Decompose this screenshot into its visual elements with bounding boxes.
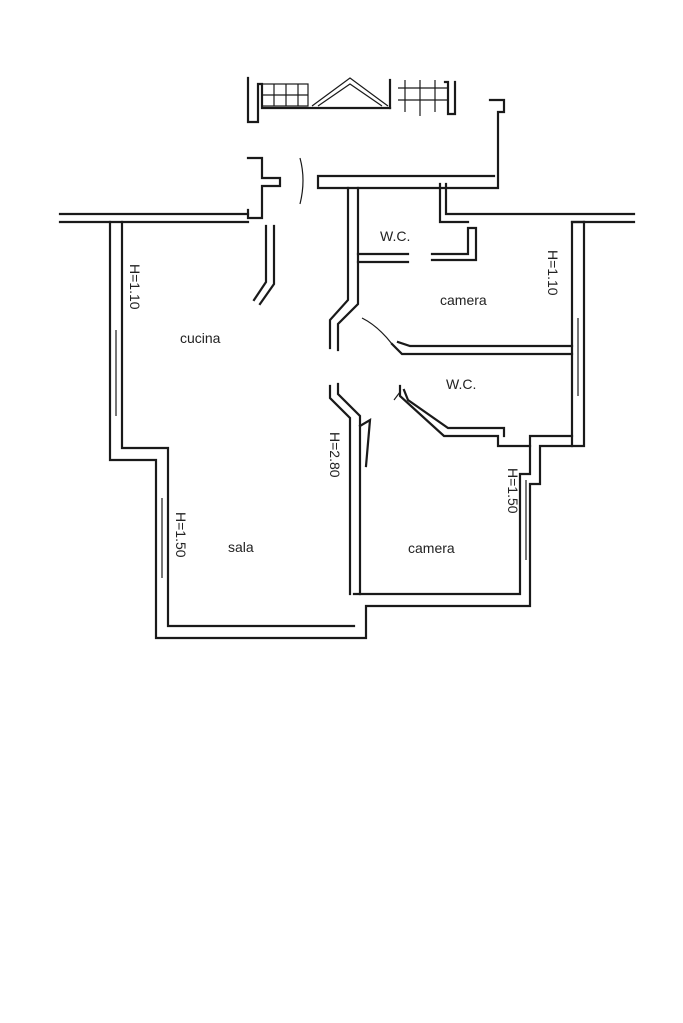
exterior-wall-top-left xyxy=(58,212,250,224)
spine-wall xyxy=(328,186,360,352)
exterior-wall-top-right xyxy=(438,182,636,224)
wc-mid-walls xyxy=(398,384,532,448)
height-label-left: H=1.10 xyxy=(127,264,143,310)
entrance-jamb xyxy=(246,156,282,220)
height-label-right: H=1.10 xyxy=(545,250,561,296)
height-label-center: H=2.80 xyxy=(327,432,343,478)
room-label-camera-top: camera xyxy=(440,292,487,308)
stairwell xyxy=(246,76,457,124)
windows xyxy=(115,318,579,578)
room-label-camera-bottom: camera xyxy=(408,540,455,556)
room-label-wc-top: W.C. xyxy=(380,228,410,244)
room-label-cucina: cucina xyxy=(180,330,221,346)
wc-top-walls xyxy=(356,226,478,264)
kitchen-partition xyxy=(252,224,276,306)
landing-wall xyxy=(316,98,506,190)
mid-partition xyxy=(390,340,574,356)
room-label-sala: sala xyxy=(228,539,254,555)
room-label-wc-mid: W.C. xyxy=(446,376,476,392)
height-label-sala: H=1.50 xyxy=(173,512,189,558)
height-label-camera: H=1.50 xyxy=(505,468,521,514)
